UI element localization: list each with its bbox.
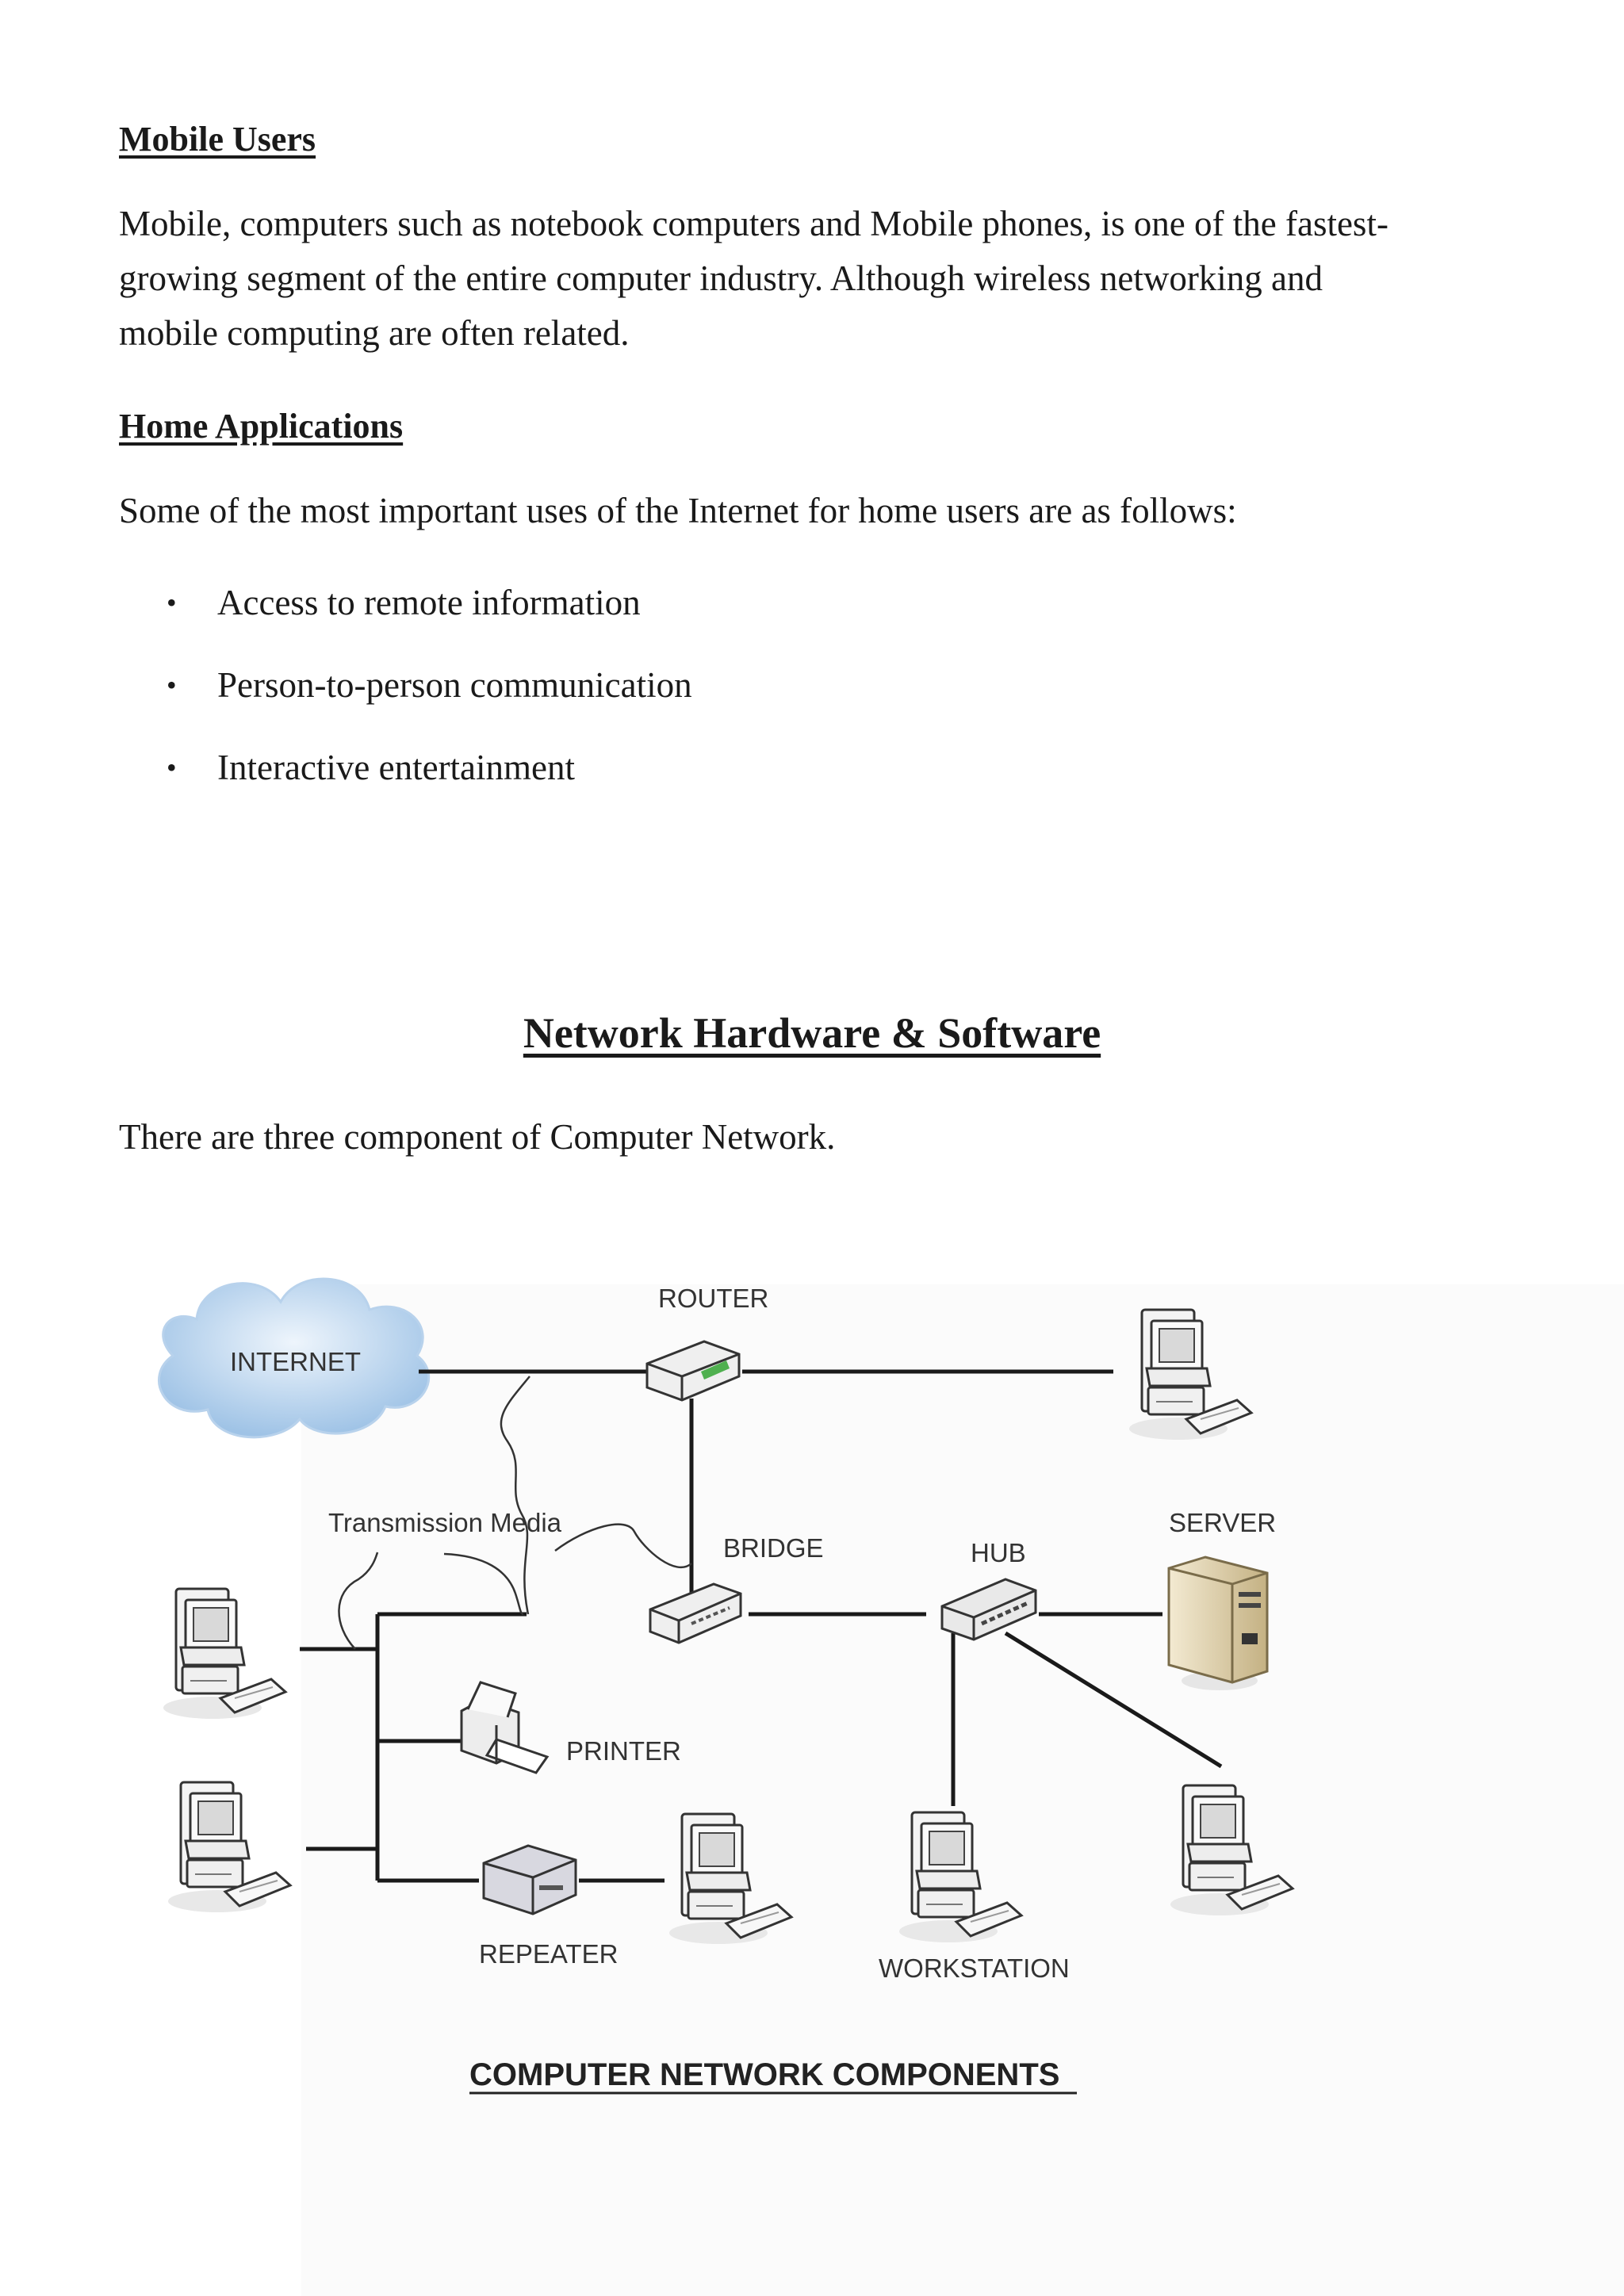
printer-icon bbox=[460, 1681, 550, 1774]
network-components-diagram: INTERNET Transmission Media ROUTER bbox=[158, 1277, 1624, 2296]
bridge-label: BRIDGE bbox=[723, 1533, 824, 1563]
internet-label: INTERNET bbox=[230, 1347, 361, 1376]
computer-icon bbox=[162, 1587, 287, 1720]
server-icon bbox=[1167, 1556, 1269, 1690]
diagram-background bbox=[301, 1284, 1624, 2296]
repeater-label: REPEATER bbox=[479, 1939, 618, 1969]
network-links bbox=[300, 1369, 1223, 1883]
hub-label: HUB bbox=[971, 1538, 1026, 1567]
hub-icon bbox=[940, 1578, 1037, 1641]
server-label: SERVER bbox=[1169, 1508, 1276, 1537]
printer-label: PRINTER bbox=[566, 1736, 681, 1766]
bridge-icon bbox=[649, 1582, 742, 1644]
computer-icon bbox=[167, 1781, 292, 1914]
list-item: Person-to-person communication bbox=[119, 660, 692, 742]
diagram-caption: COMPUTER NETWORK COMPONENTS bbox=[469, 2057, 1059, 2092]
workstation-label: WORKSTATION bbox=[879, 1954, 1070, 1983]
bullet-list: Access to remote information Person-to-p… bbox=[119, 577, 692, 825]
section-title: Network Hardware & Software bbox=[0, 1008, 1624, 1058]
paragraph-line: mobile computing are often related. bbox=[119, 313, 630, 353]
paragraph-line: Mobile, computers such as notebook compu… bbox=[119, 204, 1388, 243]
section-title-text: Network Hardware & Software bbox=[523, 1009, 1101, 1057]
paragraph-line: growing segment of the entire computer i… bbox=[119, 258, 1323, 298]
repeater-icon bbox=[482, 1844, 577, 1915]
transmission-media-label: Transmission Media bbox=[328, 1508, 562, 1537]
heading-home-applications: Home Applications bbox=[119, 407, 404, 446]
internet-cloud-icon bbox=[158, 1277, 431, 1439]
router-label: ROUTER bbox=[658, 1284, 768, 1313]
heading-mobile-users: Mobile Users bbox=[119, 120, 316, 159]
router-icon bbox=[645, 1340, 741, 1402]
paragraph-home-intro: Some of the most important uses of the I… bbox=[119, 491, 1237, 530]
transmission-media-cables bbox=[338, 1376, 692, 1650]
list-item: Access to remote information bbox=[119, 577, 692, 660]
list-item: Interactive entertainment bbox=[119, 742, 692, 825]
link-hub-pc bbox=[1004, 1631, 1223, 1769]
paragraph-components-intro: There are three component of Computer Ne… bbox=[119, 1117, 836, 1157]
